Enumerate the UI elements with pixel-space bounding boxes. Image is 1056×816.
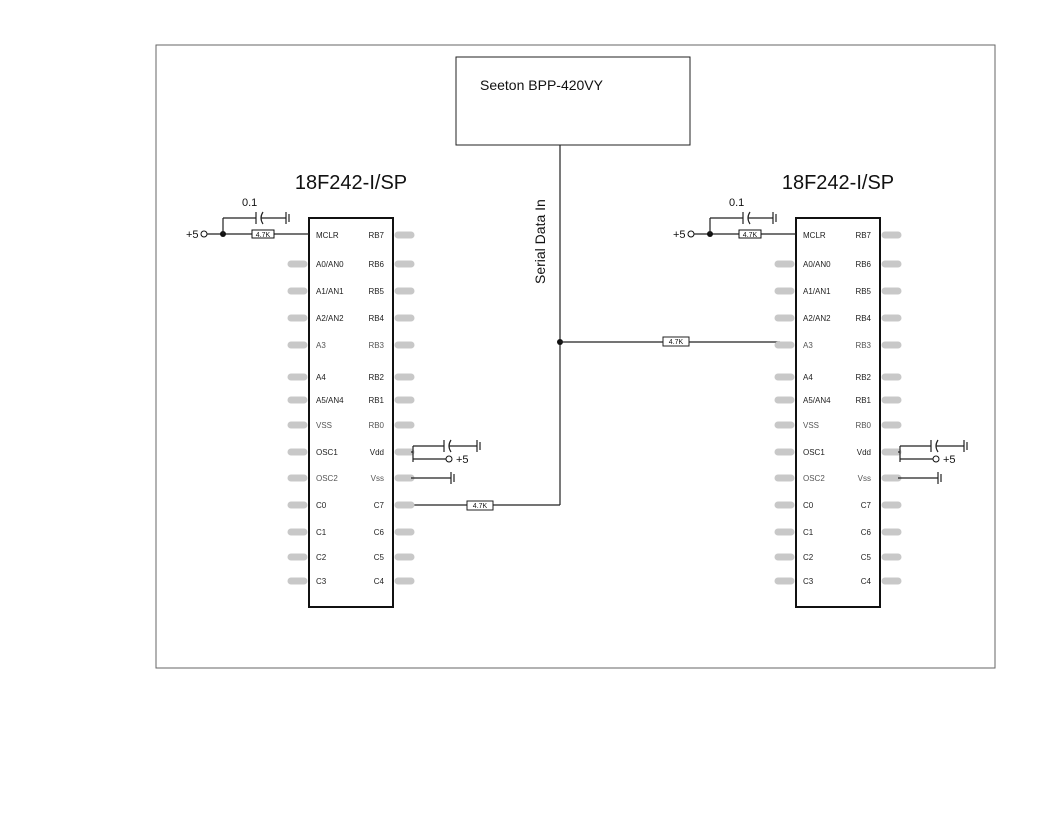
pin-label-right: RB0 — [855, 421, 871, 430]
pin-label-left: MCLR — [803, 231, 826, 240]
chip-body — [308, 217, 394, 608]
pin-label-left: A4 — [803, 373, 813, 382]
pin-label-right: RB2 — [368, 373, 384, 382]
pin-label-left: C0 — [316, 501, 327, 510]
supply-label: +5 — [456, 454, 469, 466]
supply-terminal — [932, 455, 940, 463]
pin-label-left: C1 — [803, 528, 814, 537]
cap-value: 0.1 — [242, 197, 257, 209]
mclr-resistor — [251, 229, 275, 239]
pin-label-left: OSC2 — [803, 474, 825, 483]
serial-data-label: Serial Data In — [532, 199, 548, 284]
pin-label-right: RB5 — [368, 287, 384, 296]
pin-label-right: RB1 — [368, 396, 384, 405]
pin-label-left: VSS — [316, 421, 332, 430]
pin-label-right: RB5 — [855, 287, 871, 296]
pin-label-left: A4 — [316, 373, 326, 382]
link-resistor-left — [466, 500, 494, 511]
supply-label: +5 — [943, 454, 956, 466]
pin-label-left: A1/AN1 — [316, 287, 344, 296]
mclr-resistor — [738, 229, 762, 239]
pin-label-left: MCLR — [316, 231, 339, 240]
mclr-resistor-value: 4.7K — [256, 232, 271, 239]
pin-label-right: RB4 — [855, 314, 871, 323]
pin-label-right: Vss — [858, 474, 871, 483]
pin-label-right: C5 — [374, 553, 385, 562]
pin-label-right: Vdd — [370, 448, 384, 457]
pin-label-left: C2 — [803, 553, 814, 562]
link-resistor-left-value: 4.7K — [473, 503, 488, 510]
pin-label-left: C0 — [803, 501, 814, 510]
pin-label-right: C6 — [861, 528, 872, 537]
supply-label: +5 — [673, 229, 686, 241]
supply-terminal — [687, 230, 695, 238]
pin-label-right: RB2 — [855, 373, 871, 382]
pin-label-left: A5/AN4 — [803, 396, 831, 405]
pin-label-left: A2/AN2 — [803, 314, 831, 323]
pin-label-right: RB0 — [368, 421, 384, 430]
chip-part-label: 18F242-I/SP — [782, 172, 894, 194]
pin-label-right: C4 — [374, 577, 385, 586]
chip-part-label: 18F242-I/SP — [295, 172, 407, 194]
pin-label-left: C3 — [803, 577, 814, 586]
pin-label-right: RB3 — [855, 341, 871, 350]
pin-label-right: C4 — [861, 577, 872, 586]
pin-label-right: C6 — [374, 528, 385, 537]
pin-label-right: C7 — [374, 501, 385, 510]
pin-label-left: OSC2 — [316, 474, 338, 483]
supply-terminal — [200, 230, 208, 238]
pin-label-right: RB6 — [855, 260, 871, 269]
pin-label-left: A3 — [316, 341, 326, 350]
sheet-border — [155, 44, 996, 669]
pin-label-left: A1/AN1 — [803, 287, 831, 296]
pin-label-left: A0/AN0 — [316, 260, 344, 269]
link-resistor-right — [662, 336, 690, 347]
supply-label: +5 — [186, 229, 199, 241]
pin-label-left: A2/AN2 — [316, 314, 344, 323]
pin-label-right: RB1 — [855, 396, 871, 405]
cap-value: 0.1 — [729, 197, 744, 209]
pin-label-left: A3 — [803, 341, 813, 350]
pin-label-right: C5 — [861, 553, 872, 562]
pin-label-right: C7 — [861, 501, 872, 510]
pin-label-left: OSC1 — [803, 448, 825, 457]
pin-label-right: Vdd — [857, 448, 871, 457]
pin-label-right: RB6 — [368, 260, 384, 269]
pin-label-left: OSC1 — [316, 448, 338, 457]
supply-terminal — [445, 455, 453, 463]
mclr-resistor-value: 4.7K — [743, 232, 758, 239]
link-resistor-right-value: 4.7K — [669, 339, 684, 346]
module-name: Seeton BPP-420VY — [480, 77, 604, 93]
pin-label-right: RB7 — [855, 231, 871, 240]
pin-label-right: Vss — [371, 474, 384, 483]
speech-module-box — [455, 56, 691, 146]
pin-label-left: VSS — [803, 421, 819, 430]
pin-label-left: A5/AN4 — [316, 396, 344, 405]
pin-label-left: C1 — [316, 528, 327, 537]
pin-label-right: RB7 — [368, 231, 384, 240]
pin-label-left: C3 — [316, 577, 327, 586]
chip-body — [795, 217, 881, 608]
pin-label-left: A0/AN0 — [803, 260, 831, 269]
pin-label-right: RB4 — [368, 314, 384, 323]
pin-label-right: RB3 — [368, 341, 384, 350]
pin-label-left: C2 — [316, 553, 327, 562]
